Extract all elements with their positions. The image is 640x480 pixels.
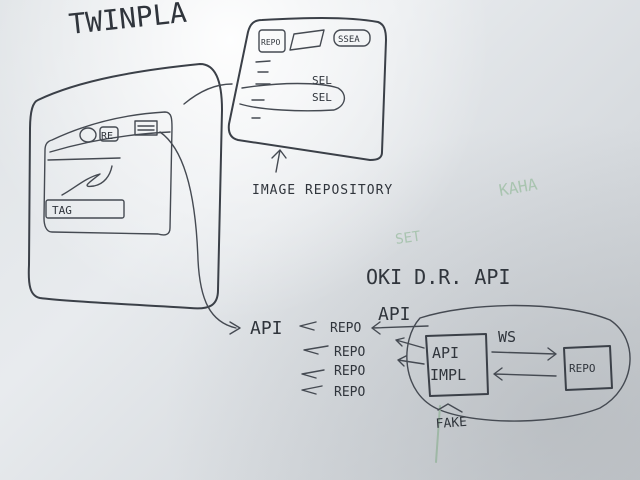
arrow-repo-2: [303, 345, 329, 355]
mock-button-box: [99, 126, 119, 142]
api-impl-box: [425, 333, 489, 397]
bottom-note: FAKE: [435, 415, 467, 432]
image-repository-label: IMAGE REPOSITORY: [252, 183, 393, 198]
api-top-label: API: [378, 304, 411, 325]
board-title: TWINPLA: [67, 0, 188, 41]
oki-api-title: OKI D.R. API: [366, 265, 511, 289]
repo-panel-tab-2: [289, 29, 325, 51]
repo-panel-tab-3: [333, 29, 371, 47]
mock-icon-box: [134, 120, 158, 136]
api-top-arrow: [371, 321, 429, 335]
mock-text-field: [45, 199, 125, 219]
mock-squiggle: [61, 165, 113, 196]
device-outline: [27, 63, 223, 310]
panel-to-device-connector: [183, 83, 233, 105]
repo-panel-tab-1-label: REPO: [261, 38, 280, 47]
mock-to-api-connector: [159, 131, 237, 329]
mock-icon-lines: [137, 125, 155, 131]
faint-note-1: KAHA: [497, 174, 539, 199]
mock-window: [43, 111, 173, 236]
ws-arrow-right: [491, 347, 557, 361]
impl-to-repo-arrow-1: [395, 337, 425, 349]
impl-group-ellipse: [406, 304, 631, 422]
mock-text-field-value: TAG: [52, 204, 72, 217]
arrow-to-api-1: [299, 321, 317, 331]
repo-panel-list-marks: [251, 60, 271, 119]
ws-arrow-left: [493, 367, 557, 381]
arrow-repo-4: [301, 385, 323, 395]
api-impl-line-1: API: [432, 344, 459, 362]
repo-panel-outline: [227, 17, 387, 161]
repo-item-2: REPO: [334, 345, 365, 360]
bottom-note-tick: [437, 403, 463, 413]
ws-label: WS: [498, 328, 516, 346]
api-left-label: API: [250, 318, 283, 339]
repo-item-3: REPO: [334, 364, 365, 379]
repo-panel-tab-3-label: SSEA: [338, 35, 360, 45]
impl-to-repo-arrow-2: [397, 355, 425, 367]
bottom-faint-line: [435, 405, 441, 463]
repo-panel-tab-1: [258, 29, 286, 53]
faint-note-2: SET: [394, 229, 422, 248]
up-arrow-icon: [271, 149, 287, 173]
api-impl-line-2: IMPL: [430, 366, 466, 384]
repo-right-box: [563, 345, 613, 391]
mock-button-circle: [79, 127, 97, 143]
arrow-repo-3: [301, 369, 325, 379]
repo-item-4: REPO: [334, 385, 365, 400]
mock-window-mid-line: [47, 157, 121, 161]
repo-right-label: REPO: [569, 362, 596, 375]
mock-button-label: RE: [101, 131, 113, 142]
repo-panel-selection-highlight: [239, 82, 345, 112]
repo-item-1: REPO: [330, 321, 361, 336]
arrow-head-api: [229, 321, 241, 335]
repo-panel-sel-2: SEL: [312, 91, 332, 104]
